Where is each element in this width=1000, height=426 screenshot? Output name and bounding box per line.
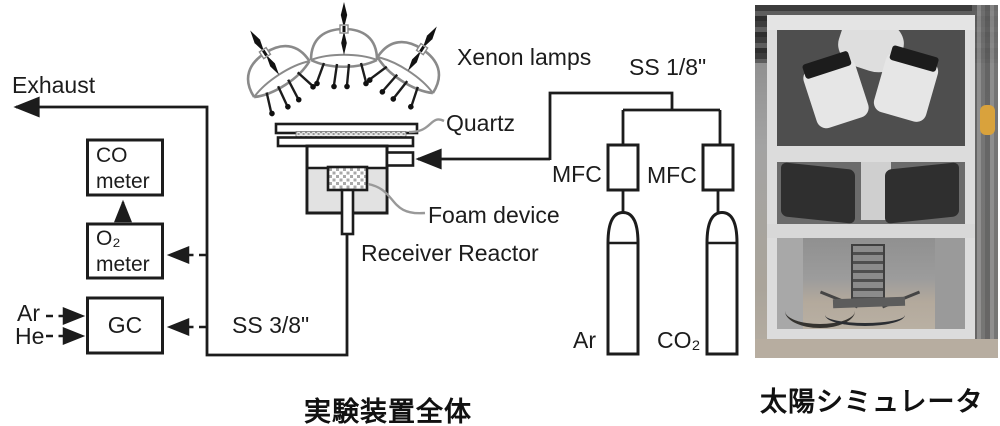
- exhaust-label: Exhaust: [12, 72, 96, 98]
- gc-text: GC: [107, 312, 143, 338]
- receiver-reactor-label: Receiver Reactor: [361, 240, 539, 266]
- photo-shelf-lower: [767, 224, 975, 238]
- photo-dark-housing-right: [885, 162, 959, 224]
- photo-upper-bay: [777, 30, 965, 146]
- gas-feed-pipe: [548, 91, 722, 214]
- xenon-lamps-label: Xenon lamps: [457, 44, 592, 70]
- quartz-label: Quartz: [446, 110, 516, 136]
- reactor-outlet-tube: [340, 188, 355, 236]
- photo-lamp-cap-left: [801, 50, 853, 80]
- foam-leader-line: [367, 182, 426, 215]
- exhaust-pipe-line: [13, 96, 349, 357]
- ar-feed-label: Ar: [17, 300, 40, 326]
- xenon-lamp-left-icon: [221, 11, 327, 123]
- photo-middle-bay: [777, 162, 965, 224]
- mfc-left-box: [606, 143, 640, 192]
- co2-cylinder-icon: [705, 210, 739, 356]
- mfc-right-label: MFC: [647, 162, 697, 188]
- ar-cylinder-icon: [606, 210, 640, 356]
- ss-38-label: SS 3/8": [232, 312, 310, 338]
- o2-meter-box: [86, 222, 164, 280]
- photo-bay-wall-right: [935, 238, 965, 329]
- ar-cylinder-label: Ar: [573, 327, 596, 353]
- solar-simulator-photo: [755, 5, 998, 358]
- apparatus-caption: 実験装置全体: [304, 397, 472, 426]
- photo-yellow-fitting: [980, 105, 995, 135]
- co-meter-text: CO meter: [96, 144, 150, 193]
- photo-floor: [755, 339, 998, 358]
- quartz-leader-line: [408, 118, 445, 134]
- mfc-left-label: MFC: [552, 161, 602, 187]
- photo-lamp-cap-right: [888, 44, 940, 73]
- he-feed-label: He: [15, 323, 45, 349]
- photo-reactor-tower: [851, 244, 885, 302]
- xenon-lamp-right-icon: [360, 7, 466, 119]
- ss-18-label: SS 1/8": [629, 54, 707, 80]
- co2-cylinder-label: CO₂: [657, 327, 701, 353]
- co-meter-box: [86, 138, 164, 197]
- foam-device-box: [326, 165, 369, 192]
- photo-top-beam: [767, 15, 975, 30]
- photo-shelf-upper: [767, 146, 975, 162]
- reactor-inlet-port: [385, 151, 415, 167]
- mfc-right-box: [701, 143, 735, 192]
- o2-meter-text: O₂ meter: [96, 227, 150, 276]
- photo-cable: [825, 304, 905, 326]
- foam-device-label: Foam device: [428, 202, 560, 228]
- photo-background-pipes: [972, 5, 998, 358]
- photo-cable: [785, 294, 855, 328]
- solar-simulator-caption: 太陽シミュレータ: [760, 387, 984, 417]
- photo-dark-housing-left: [781, 162, 855, 224]
- xenon-lamp-middle-icon: [309, 0, 379, 91]
- gc-box: [86, 296, 164, 355]
- photo-lower-bay: [777, 238, 965, 329]
